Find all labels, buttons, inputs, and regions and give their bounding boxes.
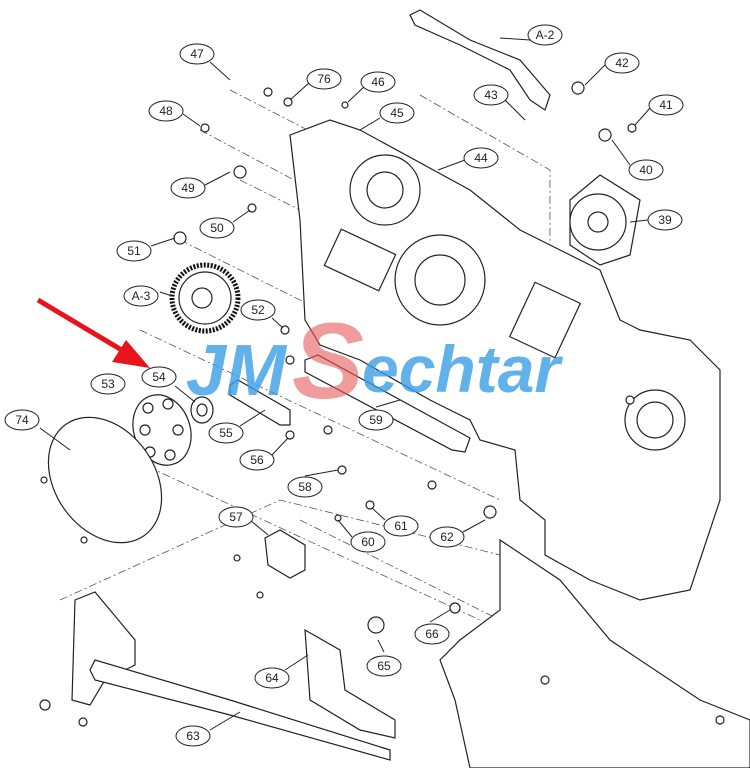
callout-45[interactable]: 45	[379, 102, 415, 124]
lower-base-plate	[439, 538, 750, 768]
cam-plate-53	[132, 394, 192, 466]
svg-text:45: 45	[390, 106, 404, 120]
svg-text:59: 59	[369, 413, 383, 427]
svg-text:44: 44	[474, 151, 488, 165]
svg-text:65: 65	[377, 659, 391, 673]
part-callouts: A-2 42 43 47 76 46 41 48 45 40 44 49 39 …	[4, 24, 684, 747]
svg-text:43: 43	[484, 88, 498, 102]
link-arm-63	[71, 591, 391, 761]
callout-66[interactable]: 66	[414, 623, 450, 645]
callout-60[interactable]: 60	[350, 531, 386, 553]
svg-text:74: 74	[15, 413, 29, 427]
callout-57[interactable]: 57	[218, 506, 254, 528]
callout-46[interactable]: 46	[360, 71, 396, 93]
callout-a3[interactable]: A-3	[123, 285, 159, 307]
motor-39	[569, 174, 641, 266]
svg-text:50: 50	[210, 221, 224, 235]
svg-text:58: 58	[298, 480, 312, 494]
callout-39[interactable]: 39	[647, 209, 683, 231]
cover-74	[47, 416, 163, 544]
callout-58[interactable]: 58	[287, 476, 323, 498]
leader-lines	[39, 37, 651, 731]
svg-text:55: 55	[219, 426, 233, 440]
callout-62[interactable]: 62	[429, 526, 465, 548]
svg-text:41: 41	[659, 98, 673, 112]
callout-64[interactable]: 64	[254, 667, 290, 689]
svg-text:48: 48	[159, 104, 173, 118]
arm-55	[229, 379, 291, 426]
bracket-64	[304, 628, 396, 739]
svg-text:S: S	[292, 300, 364, 421]
svg-text:61: 61	[394, 519, 408, 533]
callout-56[interactable]: 56	[239, 449, 275, 471]
cover-57	[264, 529, 306, 579]
lever-a2	[409, 9, 551, 111]
svg-text:60: 60	[361, 535, 375, 549]
svg-text:A-3: A-3	[132, 289, 151, 303]
callout-76[interactable]: 76	[306, 68, 342, 90]
svg-text:40: 40	[639, 163, 653, 177]
screws	[39, 81, 725, 727]
svg-text:51: 51	[127, 244, 141, 258]
callout-51[interactable]: 51	[116, 240, 152, 262]
svg-text:42: 42	[615, 56, 629, 70]
callout-52[interactable]: 52	[240, 299, 276, 321]
svg-text:62: 62	[440, 530, 454, 544]
highlight-arrow-icon	[36, 297, 150, 368]
callout-44[interactable]: 44	[463, 147, 499, 169]
svg-text:54: 54	[152, 370, 166, 384]
callout-50[interactable]: 50	[199, 217, 235, 239]
gear-a3	[169, 262, 241, 334]
svg-text:46: 46	[371, 75, 385, 89]
callout-63[interactable]: 63	[175, 725, 211, 747]
svg-text:53: 53	[101, 377, 115, 391]
svg-text:JM: JM	[186, 331, 288, 411]
callout-59[interactable]: 59	[358, 409, 394, 431]
svg-text:63: 63	[186, 729, 200, 743]
svg-text:49: 49	[181, 181, 195, 195]
callout-61[interactable]: 61	[383, 515, 419, 537]
callout-55[interactable]: 55	[208, 422, 244, 444]
callout-43[interactable]: 43	[473, 84, 509, 106]
callout-47[interactable]: 47	[179, 43, 215, 65]
callout-41[interactable]: 41	[648, 94, 684, 116]
svg-text:64: 64	[265, 671, 279, 685]
svg-text:47: 47	[190, 47, 204, 61]
bearing-54	[190, 396, 214, 424]
svg-text:52: 52	[251, 303, 265, 317]
callout-42[interactable]: 42	[604, 52, 640, 74]
callout-54[interactable]: 54	[141, 366, 177, 388]
callout-74[interactable]: 74	[4, 409, 40, 431]
svg-text:57: 57	[229, 510, 243, 524]
callout-40[interactable]: 40	[628, 159, 664, 181]
svg-text:echtar: echtar	[362, 332, 563, 406]
callout-49[interactable]: 49	[170, 177, 206, 199]
svg-text:A-2: A-2	[536, 28, 555, 42]
svg-text:66: 66	[425, 627, 439, 641]
callout-a2[interactable]: A-2	[527, 24, 563, 46]
svg-text:56: 56	[250, 453, 264, 467]
callout-53[interactable]: 53	[90, 373, 126, 395]
callout-48[interactable]: 48	[148, 100, 184, 122]
watermark-logo: JM S echtar	[186, 300, 563, 421]
main-frame-housing	[289, 119, 721, 601]
svg-text:76: 76	[317, 72, 331, 86]
callout-65[interactable]: 65	[366, 655, 402, 677]
svg-text:39: 39	[658, 213, 672, 227]
